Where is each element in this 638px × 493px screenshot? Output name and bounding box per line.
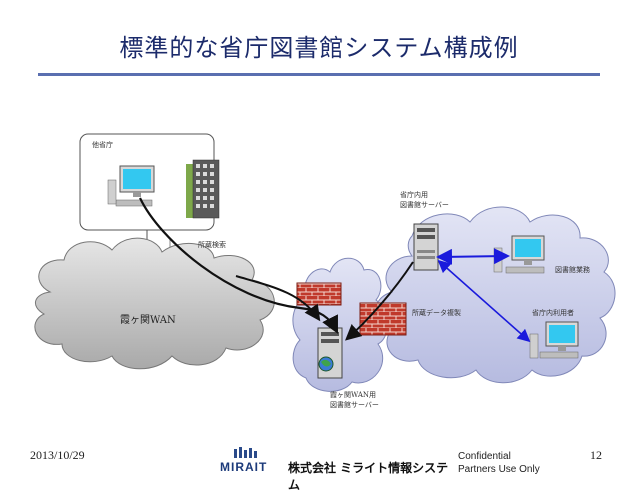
logo-word: MIRAIT	[220, 460, 268, 474]
holdings-copy-label: 所蔵データ複製	[412, 308, 461, 317]
page-number: 12	[590, 448, 602, 462]
wan-arrow	[235, 275, 321, 322]
copy-arrow	[345, 261, 414, 341]
company-logo: MIRAIT 株式会社 ミライト情報システム	[212, 447, 452, 492]
search-arrow	[139, 197, 338, 334]
confidential-note: Confidential Partners Use Only	[458, 450, 540, 476]
confidential-line-1: Confidential	[458, 451, 511, 462]
footer-date: 2013/10/29	[30, 448, 85, 462]
wan-label: 霞ヶ関WAN	[120, 314, 176, 326]
internal-library-server-icon	[413, 223, 439, 271]
internal-server-label-2: 図書館サーバー	[400, 200, 449, 209]
slide-title: 標準的な省庁図書館システム構成例	[119, 34, 519, 62]
wan-library-server-icon	[317, 327, 343, 379]
other-ministry-label: 他省庁	[92, 140, 113, 149]
wan-server-label-1: 霞ヶ関WAN用	[330, 391, 376, 399]
other-ministry-pc-icon	[107, 165, 155, 207]
ministry-user-label: 省庁内利用者	[532, 308, 574, 317]
wan-server-label-2: 図書館サーバー	[330, 400, 379, 409]
title-rule	[38, 73, 600, 76]
company-name: 株式会社 ミライト情報システム	[288, 461, 449, 492]
ministry-internal-cloud: 省庁内用 図書館サーバー 図書館業務 省庁内利用者	[374, 190, 616, 384]
ministry-user-pc-icon	[529, 321, 579, 359]
network-diagram: 他省庁 霞ヶ関WAN 所蔵検索 省庁内用 図書館サーバー 図書館業務 省庁内利用…	[34, 133, 616, 409]
logo-mark-icon	[234, 447, 257, 458]
kasumigaseki-wan-cloud: 霞ヶ関WAN	[34, 237, 275, 370]
staff-link	[436, 248, 510, 265]
confidential-line-2: Partners Use Only	[458, 464, 540, 475]
internal-server-label-1: 省庁内用	[400, 190, 428, 199]
library-staff-label: 図書館業務	[555, 265, 590, 274]
user-link	[437, 259, 531, 343]
holdings-search-label: 所蔵検索	[198, 240, 226, 249]
office-building-icon	[186, 159, 220, 219]
